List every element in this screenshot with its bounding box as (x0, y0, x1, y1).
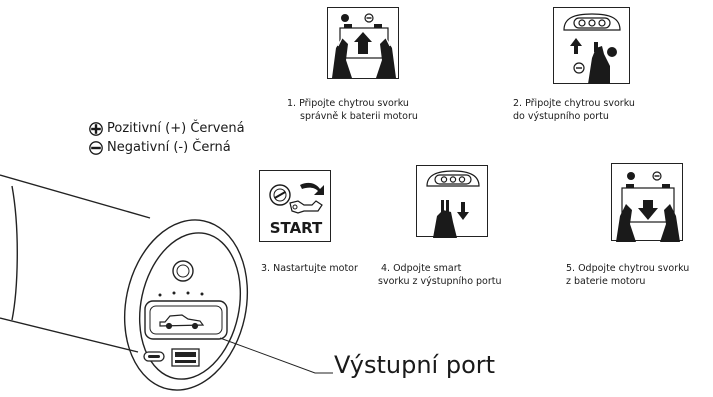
usb-a-port (171, 348, 200, 367)
legend-positive-label: Pozitivní (+) Červená (107, 121, 245, 136)
step-1-caption: 1. Připojte chytrou svorku správně k bat… (287, 97, 418, 123)
step-1-caption-line1: 1. Připojte chytrou svorku (287, 98, 409, 109)
step-5-caption-line2: z baterie motoru (566, 276, 646, 287)
step-3-caption: 3. Nastartujte motor (261, 262, 358, 275)
output-port-label: Výstupní port (334, 351, 496, 379)
car-icon (159, 314, 205, 330)
connect-clamp-battery-icon (327, 7, 399, 79)
output-port (144, 300, 228, 340)
power-button-icon (172, 260, 194, 282)
step-4-caption: 4. Odpojte smart svorku z výstupního por… (378, 262, 502, 288)
legend-positive: Pozitivní (+) Červená (89, 120, 245, 138)
step-4-caption-line1: 4. Odpojte smart (381, 263, 462, 274)
step-2-caption-line2: do výstupního portu (513, 111, 609, 122)
plus-circle-icon (89, 122, 103, 136)
step-1-caption-line2: správně k baterii motoru (300, 111, 418, 122)
step-2-caption: 2. Připojte chytrou svorku do výstupního… (513, 97, 635, 123)
disconnect-clamp-battery-icon (611, 163, 683, 242)
step-5-caption: 5. Odpojte chytrou svorku z baterie moto… (566, 262, 689, 288)
step-4-caption-line2: svorku z výstupního portu (378, 276, 502, 287)
start-key-label: START (269, 219, 323, 237)
step-2-caption-line1: 2. Připojte chytrou svorku (513, 98, 635, 109)
minus-circle-icon (89, 141, 103, 155)
output-port-leader-line (219, 337, 333, 374)
plug-clamp-port-icon (553, 7, 630, 84)
step-3-caption-line1: 3. Nastartujte motor (261, 263, 358, 274)
unplug-clamp-port-icon (416, 165, 488, 238)
step-5-caption-line1: 5. Odpojte chytrou svorku (566, 263, 690, 274)
start-key-icon: START (259, 170, 331, 242)
legend-negative: Negativní (-) Černá (89, 139, 231, 157)
legend-negative-label: Negativní (-) Černá (107, 140, 231, 155)
